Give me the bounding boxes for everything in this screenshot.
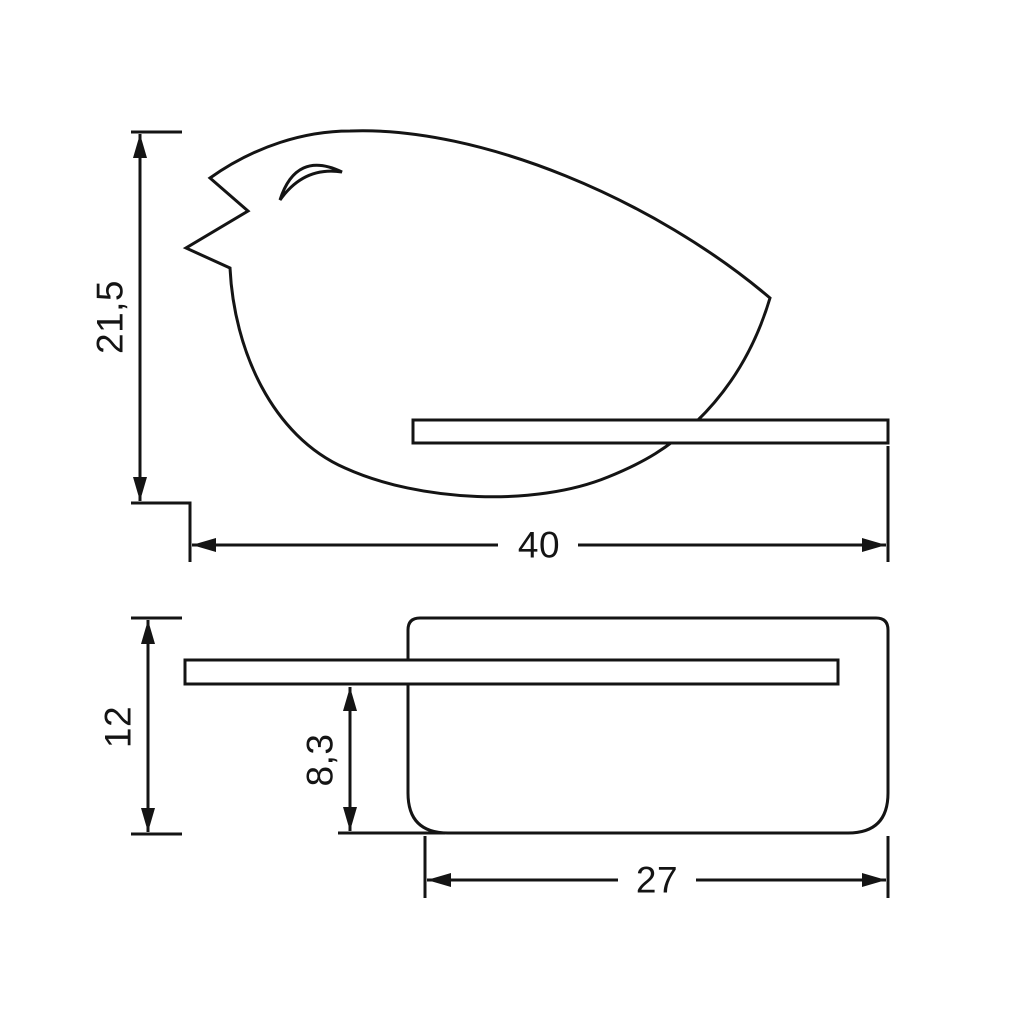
- shelf-depth-dimension-label: 8,3: [300, 734, 341, 787]
- base-width-dimension-label: 27: [636, 860, 678, 901]
- width-label-background: [498, 525, 578, 565]
- bird-eye-crescent-icon: [278, 163, 343, 201]
- shelf-plan-view: [183, 658, 840, 686]
- width-dimension-label: 40: [518, 525, 560, 566]
- base-plan-outline: [406, 616, 890, 835]
- shelf-front-view: [411, 418, 890, 445]
- extension-line-bottom-left: [131, 501, 192, 562]
- height-dimension-label: 21,5: [90, 280, 131, 354]
- depth-dimension-label: 12: [98, 706, 139, 748]
- base-width-label-background: [618, 860, 696, 900]
